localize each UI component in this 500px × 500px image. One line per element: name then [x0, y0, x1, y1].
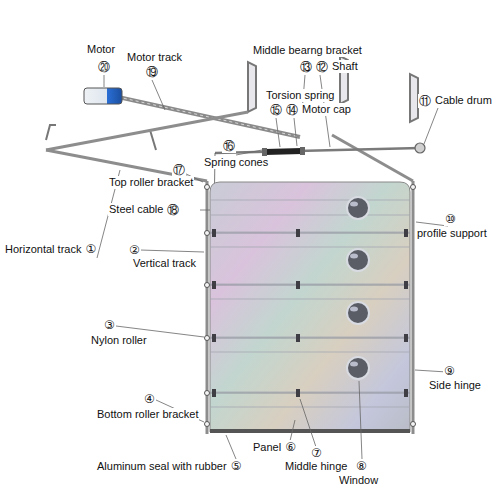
- part-label: Torsion spring: [265, 89, 335, 102]
- callout-number: ⑤: [230, 459, 243, 473]
- callout-number: ②: [128, 243, 141, 257]
- part-label: Middle hinge: [284, 460, 348, 473]
- callout-number: ⑫: [315, 60, 329, 74]
- callout-number: ⑰: [172, 163, 186, 177]
- callout-number: ⑥: [284, 440, 297, 454]
- part-label: Shaft: [331, 60, 359, 73]
- callout-number: ⑱: [166, 203, 180, 217]
- callout-number: ⑧: [355, 459, 368, 473]
- part-label: Top roller bracket: [108, 176, 194, 189]
- callout-number: ⑲: [145, 65, 159, 79]
- part-label: Vertical track: [132, 257, 197, 270]
- part-label: Aluminum seal with rubber: [96, 460, 228, 473]
- part-label: Motor track: [126, 51, 183, 64]
- part-label: Steel cable: [108, 203, 164, 216]
- part-label: Motor cap: [301, 103, 352, 116]
- part-label: Window: [338, 474, 379, 487]
- callout-number: ①: [84, 242, 97, 256]
- part-label: Motor: [86, 43, 116, 56]
- callout-number: ③: [103, 318, 116, 332]
- part-label: Side hinge: [428, 379, 482, 392]
- part-label: Panel: [252, 441, 282, 454]
- part-label: Horizontal track: [4, 243, 82, 256]
- part-label: profile support: [416, 227, 488, 240]
- callout-number: ⑬: [299, 60, 313, 74]
- callout-number: ⑩: [444, 212, 457, 226]
- part-label: Spring cones: [203, 156, 269, 169]
- callout-number: ⑭: [285, 103, 299, 117]
- callout-number: ⑯: [222, 139, 236, 153]
- callout-number: ④: [143, 392, 156, 406]
- callout-number: ⑳: [97, 60, 111, 74]
- part-label: Bottom roller bracket: [96, 408, 199, 421]
- callout-number: ⑮: [269, 103, 283, 117]
- callout-number: ⑦: [310, 446, 323, 460]
- part-label: Nylon roller: [90, 334, 148, 347]
- callout-number: ⑪: [418, 94, 432, 108]
- part-label: Middle bearng bracket: [252, 44, 363, 57]
- callout-number: ⑨: [443, 364, 456, 378]
- part-label: Cable drum: [434, 94, 493, 107]
